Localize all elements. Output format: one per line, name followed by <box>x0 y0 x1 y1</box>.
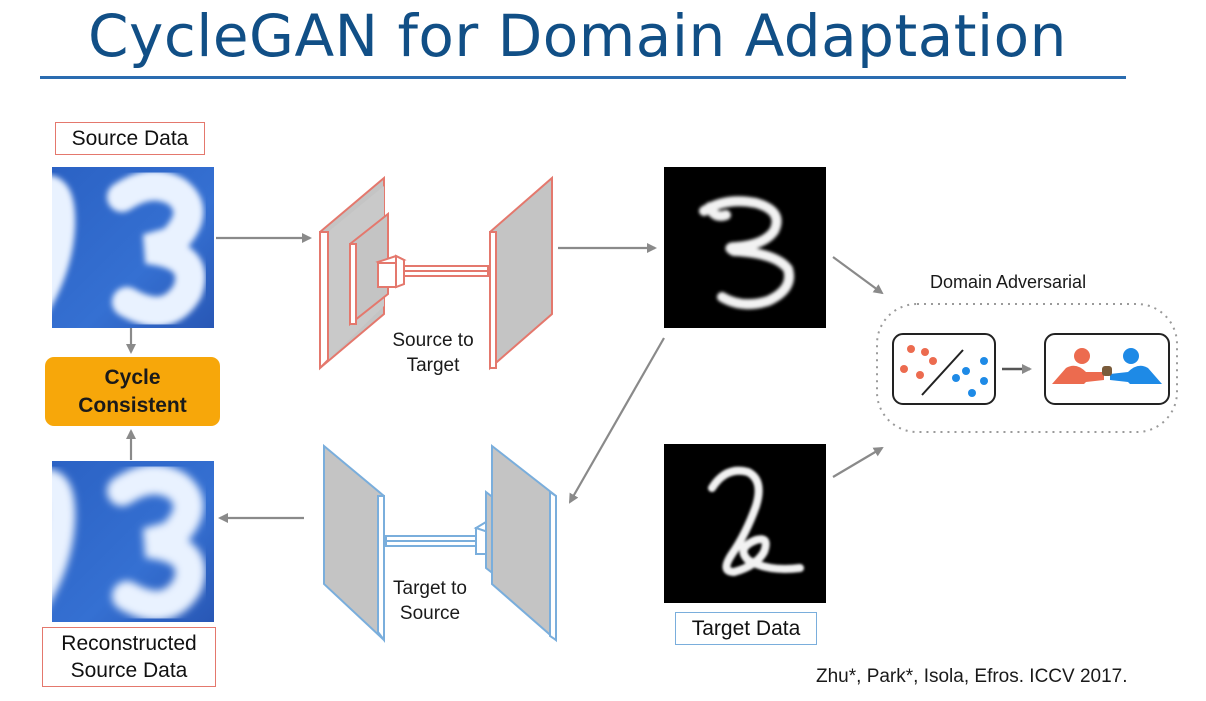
citation: Zhu*, Park*, Isola, Efros. ICCV 2017. <box>816 666 1128 687</box>
adversarial-arm-wrestle-icon <box>1044 333 1170 405</box>
target-to-source-generator <box>323 443 557 643</box>
target-image <box>664 444 826 603</box>
source-image <box>52 167 214 328</box>
reconstructed-image <box>52 461 214 622</box>
target-data-label: Target Data <box>675 612 817 645</box>
source-to-target-generator <box>319 175 553 371</box>
target-to-source-text: Target to Source <box>393 578 467 624</box>
arrow-translated-to-discriminator <box>832 256 884 295</box>
source-to-target-text: Source to Target <box>392 330 474 376</box>
source-to-target-label: Source to Target <box>378 328 488 378</box>
domain-adversarial-label: Domain Adversarial <box>930 272 1087 292</box>
discriminator-box <box>892 333 996 405</box>
arrow-target-to-generator <box>569 337 665 504</box>
domain-adversarial-container <box>876 303 1178 433</box>
target-to-source-label: Target to Source <box>375 576 485 626</box>
source-data-label: Source Data <box>55 122 205 155</box>
cycle-consistent-box: Cycle Consistent <box>45 357 220 426</box>
title-underline <box>40 76 1126 79</box>
cycle-consistent-label: Cycle Consistent <box>78 365 187 417</box>
slide-title: CycleGAN for Domain Adaptation <box>88 2 1067 70</box>
translated-target-image <box>664 167 826 328</box>
reconstructed-data-label: Reconstructed Source Data <box>42 627 216 687</box>
arrow-target-to-discriminator <box>832 446 884 478</box>
